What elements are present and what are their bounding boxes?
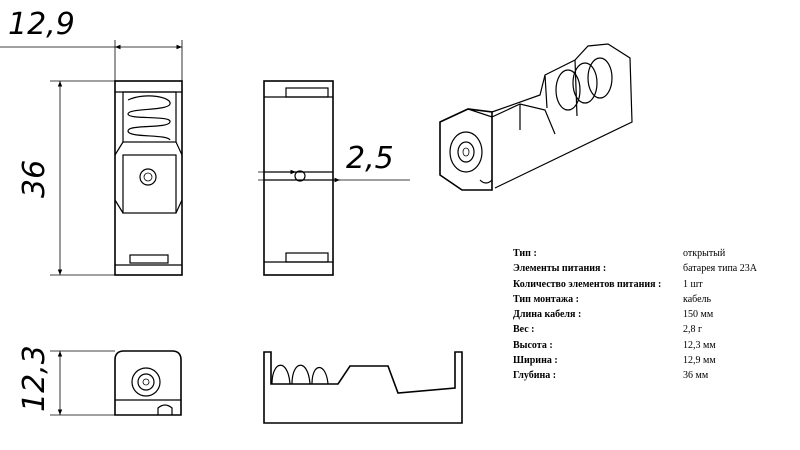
contact-dimension-label: 2,5: [346, 141, 394, 176]
spec-value: 36 мм: [683, 370, 709, 382]
side-view: [263, 351, 463, 424]
contact-dimension: 2,5: [258, 141, 410, 183]
spec-row-cable-length: Длина кабеля : 150 мм: [513, 309, 793, 324]
spec-row-weight: Вес : 2,8 г: [513, 324, 793, 339]
spec-value: батарея типа 23А: [683, 263, 757, 275]
spec-label: Длина кабеля :: [513, 309, 582, 321]
top-view: [114, 80, 183, 276]
spec-row-depth: Глубина : 36 мм: [513, 370, 793, 385]
spec-value: кабель: [683, 293, 712, 305]
length-dimension: 36: [17, 80, 115, 276]
spec-row-cell-count: Количество элементов питания : 1 шт: [513, 279, 793, 294]
spec-value: 150 мм: [683, 309, 714, 321]
height-dimension-label: 12,3: [17, 345, 52, 412]
spec-label: Вес :: [513, 324, 535, 336]
spec-label: Глубина :: [513, 370, 557, 382]
spec-row-height: Высота : 12,3 мм: [513, 340, 793, 355]
spec-value: 2,8 г: [683, 324, 703, 336]
height-dimension: 12,3: [17, 345, 115, 416]
spec-table: Тип : открытый Элементы питания : батаре…: [513, 248, 793, 386]
width-dimension-label: 12,9: [8, 7, 75, 42]
spec-value: открытый: [683, 248, 726, 259]
end-view: [114, 350, 182, 416]
spec-label: Тип монтажа :: [513, 293, 580, 305]
length-dimension-label: 36: [17, 160, 52, 198]
spec-label: Тип :: [513, 248, 537, 259]
spec-label: Элементы питания :: [513, 263, 607, 275]
width-dimension: 12,9: [0, 7, 183, 85]
spec-label: Ширина :: [513, 355, 558, 367]
spec-row-cells: Элементы питания : батарея типа 23А: [513, 263, 793, 278]
spec-value: 12,9 мм: [683, 355, 716, 367]
front-view: [263, 80, 334, 276]
spec-row-type: Тип : открытый: [513, 248, 793, 263]
isometric-view: [439, 43, 633, 191]
spec-value: 12,3 мм: [683, 339, 716, 351]
spec-row-width: Ширина : 12,9 мм: [513, 355, 793, 370]
spec-label: Количество элементов питания :: [513, 278, 662, 290]
spec-row-mounting: Тип монтажа : кабель: [513, 294, 793, 309]
spec-value: 1 шт: [683, 278, 703, 290]
spec-label: Высота :: [513, 339, 553, 351]
